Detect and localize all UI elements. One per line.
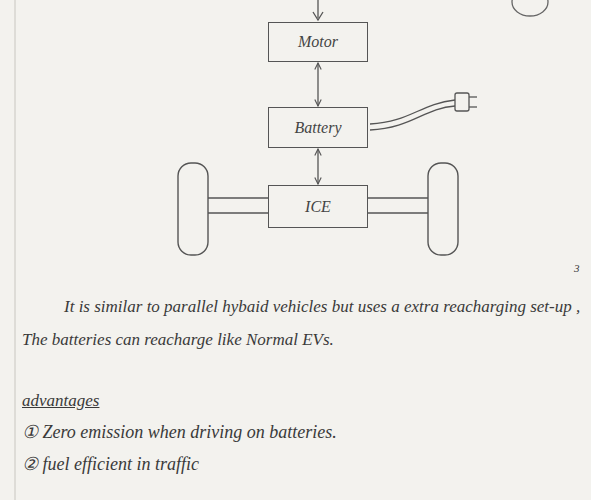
advantage-item: ② fuel efficient in traffic xyxy=(22,452,542,476)
input-line xyxy=(317,0,318,18)
box-label: Battery xyxy=(294,119,341,137)
description-note: It is similar to parallel hybaid vehicle… xyxy=(22,290,582,356)
axle xyxy=(208,197,268,198)
section-heading: advantages xyxy=(22,390,222,412)
axle xyxy=(208,212,268,213)
page-number: 3 xyxy=(574,262,588,275)
advantage-item: ① Zero emission when driving on batterie… xyxy=(22,420,542,444)
connector-arrow xyxy=(317,63,318,106)
plug-pin xyxy=(469,106,477,107)
charging-cable xyxy=(370,106,455,130)
process-box: Battery xyxy=(268,107,368,148)
box-label: Motor xyxy=(298,33,338,51)
left-wheel xyxy=(178,163,208,255)
right-wheel xyxy=(428,163,458,255)
input-arrowhead xyxy=(313,12,323,20)
plug-pin xyxy=(469,96,477,97)
plug xyxy=(455,93,469,111)
connector-arrow xyxy=(317,149,318,184)
process-box: Motor xyxy=(268,22,368,62)
axle xyxy=(368,212,428,213)
cut-shape xyxy=(512,0,548,16)
margin-line xyxy=(15,0,16,500)
box-label: ICE xyxy=(305,198,331,216)
axle xyxy=(368,197,428,198)
process-box: ICE xyxy=(268,185,368,228)
